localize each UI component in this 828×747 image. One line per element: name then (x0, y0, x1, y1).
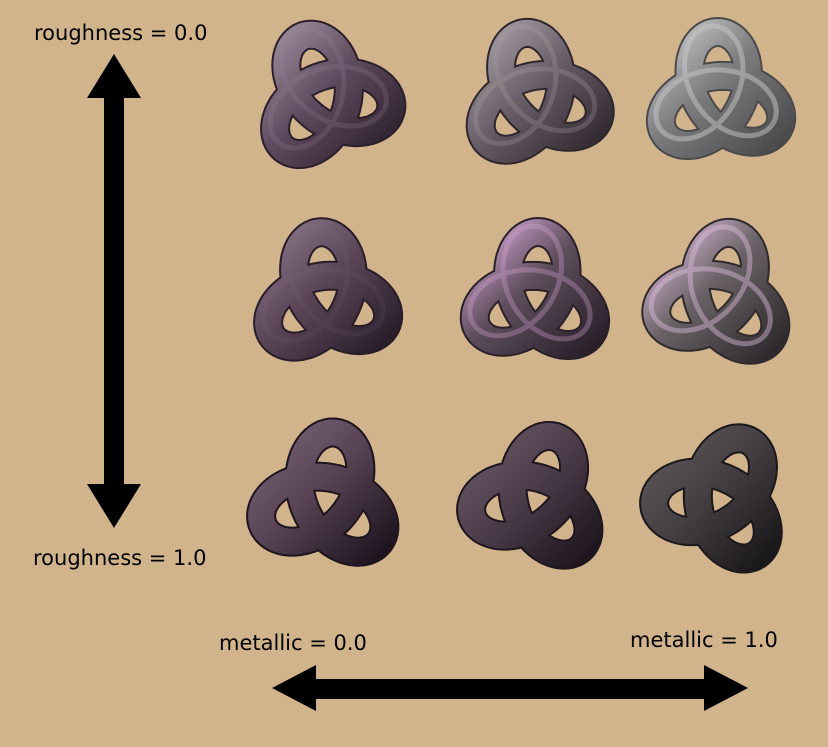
torus-knot-r0-m1 (465, 17, 615, 165)
torus-knot-r1-m0 (253, 217, 404, 362)
torus-knot-r2-m1 (456, 421, 604, 570)
metallic-min-label: metallic = 0.0 (219, 631, 367, 655)
torus-knot-r2-m2 (639, 423, 783, 574)
torus-knot-r0-m0 (260, 19, 407, 169)
roughness-min-label: roughness = 0.0 (34, 21, 208, 45)
torus-knot-r0-m2 (645, 17, 797, 160)
torus-knot-r1-m2 (641, 217, 791, 365)
torus-knot-r1-m1 (459, 217, 611, 360)
metallic-max-label: metallic = 1.0 (630, 628, 778, 652)
knot-grid (246, 17, 797, 574)
roughness-axis-arrow (87, 54, 141, 528)
torus-knot-r2-m0 (246, 417, 400, 567)
metallic-axis-arrow (272, 665, 748, 711)
roughness-max-label: roughness = 1.0 (33, 546, 207, 570)
